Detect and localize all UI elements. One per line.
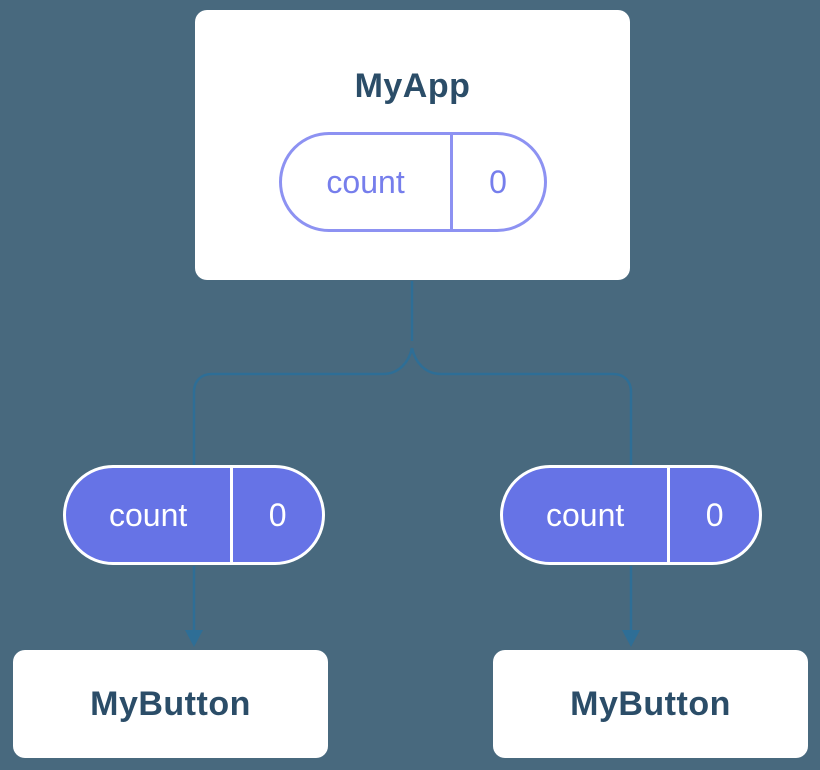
state-pill-divider [449, 135, 453, 229]
left-prop-pill-name: count [108, 496, 188, 533]
state-pill-name: count [326, 163, 405, 200]
left-prop-arrowhead-icon [185, 630, 203, 647]
root-component-title: MyApp [354, 67, 471, 105]
right-prop-arrowhead-icon [622, 630, 640, 647]
left-prop-pill-divider [230, 468, 234, 562]
left-prop-pill: count 0 [63, 465, 325, 565]
state-pill-value: 0 [489, 163, 507, 200]
right-prop-pill-divider [667, 468, 671, 562]
right-prop-pill-name: count [545, 496, 625, 533]
right-child-component-title: MyButton [570, 685, 731, 723]
right-prop-pill: count 0 [500, 465, 762, 565]
root-state-pill: count 0 [278, 132, 547, 232]
branch-left-connector [192, 347, 414, 466]
branch-right-connector [410, 347, 633, 466]
component-card-right-child: MyButton [493, 650, 808, 758]
component-card-root: MyApp count 0 [195, 10, 630, 280]
left-child-component-title: MyButton [90, 685, 251, 723]
component-card-left-child: MyButton [13, 650, 328, 758]
left-prop-pill-value: 0 [268, 496, 287, 533]
right-prop-pill-value: 0 [705, 496, 724, 533]
